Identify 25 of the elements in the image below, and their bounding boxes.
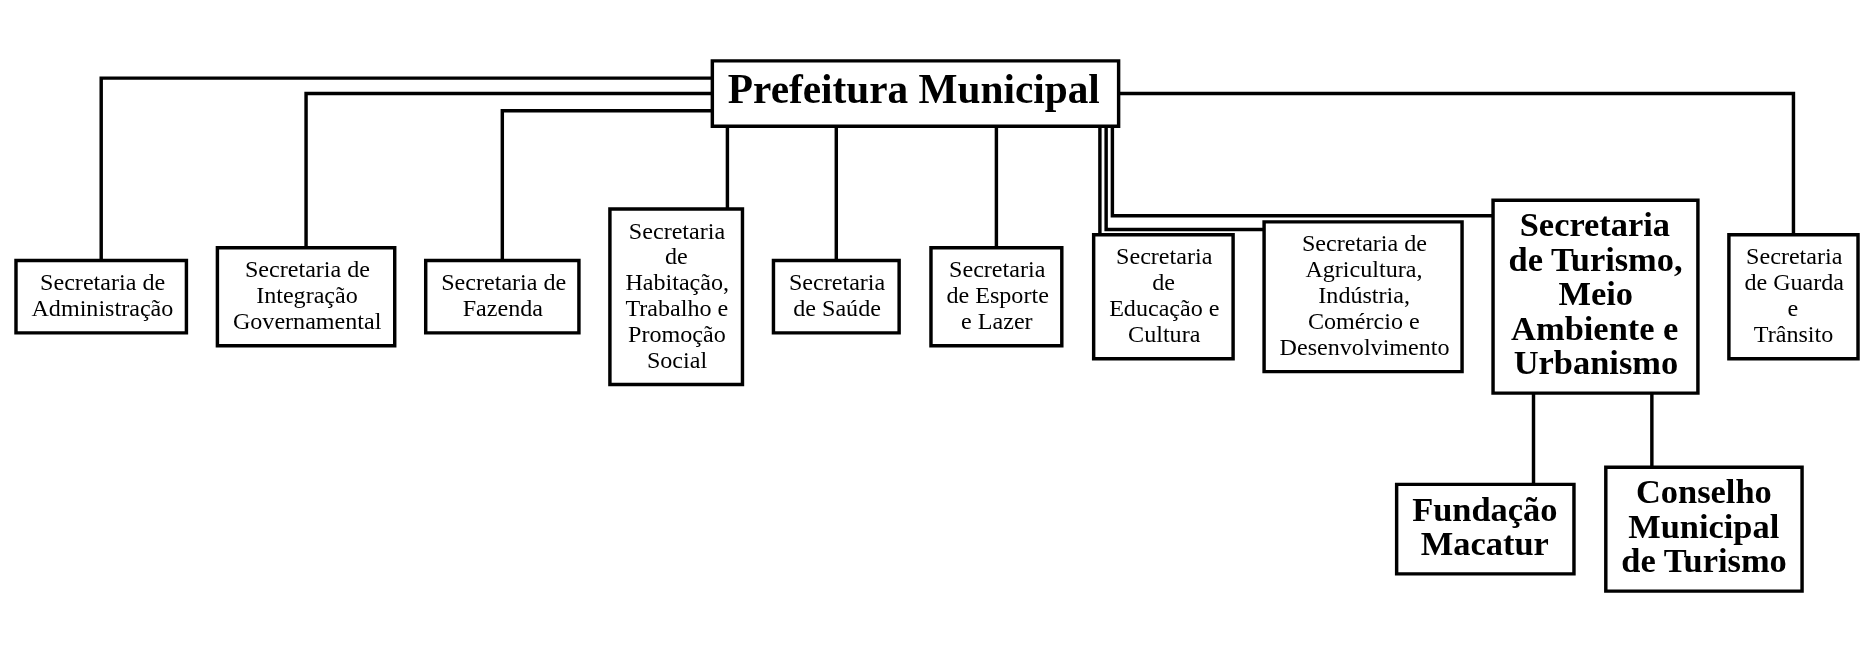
node-box: Prefeitura Municipal bbox=[710, 58, 1121, 128]
node-box: Secretaria de Integração Governamental bbox=[215, 245, 397, 348]
node-box: Secretaria de Habitação, Trabalho e Promoção Social bbox=[608, 206, 745, 386]
connector bbox=[1104, 126, 1264, 231]
node-box: Secretaria de Agricultura, Indústria, Comércio e Desenvolvimento bbox=[1262, 219, 1464, 373]
connector bbox=[834, 126, 838, 260]
connector bbox=[304, 91, 712, 248]
node-box: Fundação Macatur bbox=[1394, 482, 1576, 576]
node-box: Secretaria de Fazenda bbox=[424, 258, 581, 335]
connector bbox=[99, 75, 713, 260]
node-box: Secretaria de Saúde bbox=[771, 258, 901, 335]
connector bbox=[1098, 126, 1102, 234]
connector bbox=[725, 126, 730, 209]
connector bbox=[1650, 392, 1654, 467]
connector bbox=[994, 126, 999, 247]
node-box: Conselho Municipal de Turismo bbox=[1604, 464, 1804, 593]
connector bbox=[1119, 91, 1796, 235]
node-box: Secretaria de Educação e Cultura bbox=[1091, 232, 1235, 360]
node-box: Secretaria de Turismo, Meio Ambiente e Urbanismo bbox=[1491, 198, 1700, 395]
connector bbox=[1110, 125, 1494, 218]
connector bbox=[1531, 392, 1536, 484]
connector bbox=[500, 108, 712, 260]
node-box: Secretaria de Guarda e Trânsito bbox=[1727, 232, 1860, 360]
node-box: Secretaria de Esporte e Lazer bbox=[929, 245, 1064, 348]
node-box: Secretaria de Administração bbox=[14, 258, 189, 335]
